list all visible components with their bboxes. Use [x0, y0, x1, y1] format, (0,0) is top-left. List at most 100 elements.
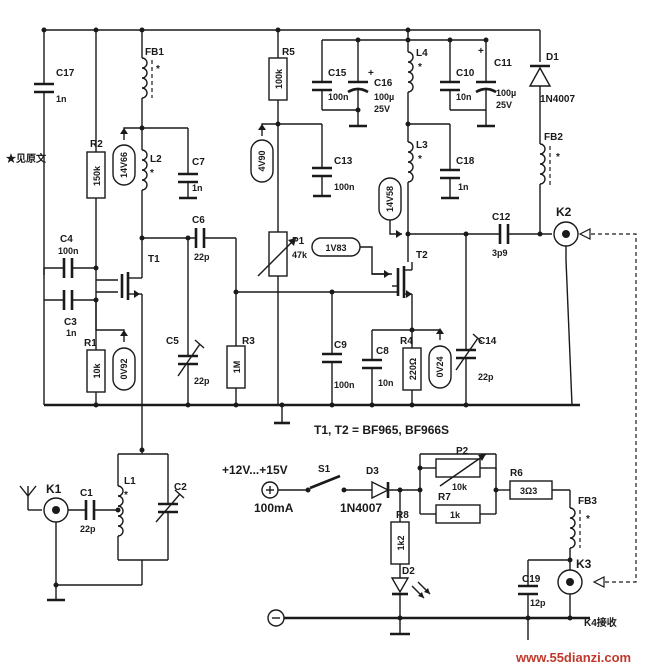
label-c1: C1	[80, 488, 93, 499]
value-r6: 3Ω3	[520, 486, 537, 496]
label-c12: C12	[492, 212, 511, 223]
capacitor-c13: C13 100n	[311, 124, 355, 198]
label-c13: C13	[334, 156, 353, 167]
capacitor-c12: C12 3p9	[492, 212, 552, 258]
value-c6: 22p	[194, 252, 210, 262]
value-p2: 10k	[452, 482, 468, 492]
trimmer-c14: C14 22p	[455, 234, 497, 405]
transistor-t1: T1	[96, 254, 160, 450]
capacitor-c7: C7 1n	[177, 128, 205, 200]
value-r5: 100k	[274, 68, 284, 89]
led-d2: D2	[390, 566, 431, 618]
svg-text:*: *	[418, 154, 422, 165]
dashed-link	[578, 228, 637, 588]
label-r2: R2	[90, 139, 103, 150]
value-v-14v66: 14V66	[119, 152, 129, 178]
label-c11: C11	[494, 58, 512, 69]
footnote: ★见原文	[6, 152, 47, 165]
value-c16: 100µ	[374, 92, 394, 102]
capacitor-c10: C10 10n	[440, 40, 475, 110]
connector-k2: K2	[553, 205, 579, 406]
resistor-r4: R4 220Ω	[400, 336, 422, 405]
capacitor-c3: C3 1n	[44, 290, 96, 338]
label-d1: D1	[546, 52, 559, 63]
value-c15: 100n	[328, 92, 349, 102]
label-d3: D3	[366, 466, 379, 477]
svg-text:*: *	[556, 152, 560, 163]
label-r6: R6	[510, 468, 523, 479]
label-k3: K3	[576, 557, 592, 571]
voltage-tag-14v66: 14V66	[112, 127, 142, 186]
voltage-tag-0v92: 0V92	[96, 329, 136, 391]
voltage-c11: 25V	[496, 100, 512, 110]
capacitor-c11: + C11 100µ 25V	[475, 40, 516, 128]
value-c8: 10n	[378, 378, 394, 388]
resistor-r8: R8 1k2	[390, 490, 410, 578]
label-r3: R3	[242, 336, 255, 347]
resistor-r3: R3 1M	[226, 238, 255, 405]
supply-terminal: +12V...+15V 100mA	[222, 463, 306, 515]
inductor-l4: L4 *	[407, 30, 428, 142]
ground-rail	[44, 403, 580, 425]
resistor-r7: R7 1k	[420, 490, 497, 524]
svg-text:*: *	[150, 168, 154, 179]
capacitor-c17: C17 1n	[34, 30, 75, 275]
value-c13: 100n	[334, 182, 355, 192]
transistor-caption: T1, T2 = BF965, BF966S	[314, 423, 449, 437]
value-c10: 10n	[456, 92, 472, 102]
value-r3: 1M	[232, 361, 242, 374]
label-c5: C5	[166, 336, 179, 347]
label-c15: C15	[328, 68, 347, 79]
value-v-14v58: 14V58	[385, 186, 395, 212]
value-v-0v24: 0V24	[435, 356, 445, 377]
value-p1: 47k	[292, 250, 308, 260]
label-l2: L2	[150, 154, 162, 165]
value-r8: 1k2	[396, 535, 406, 550]
label-l3: L3	[416, 140, 428, 151]
svg-text:+: +	[368, 68, 374, 79]
capacitor-c19: C19 12p	[518, 557, 573, 618]
diode-d1: D1 1N4007	[528, 30, 575, 140]
label-c3: C3	[64, 317, 77, 328]
label-c18: C18	[456, 156, 475, 167]
capacitor-c15: C15 100n	[312, 40, 349, 110]
value-c17: 1n	[56, 94, 67, 104]
label-s1: S1	[318, 464, 331, 475]
label-k2: K2	[556, 205, 572, 219]
voltage-tag-1v83: 1V83	[311, 237, 390, 278]
label-r7: R7	[438, 492, 451, 503]
value-r1: 10k	[92, 363, 102, 379]
ferrite-fb2: FB2 *	[539, 132, 563, 234]
diode-d3: D3 1N4007	[340, 466, 420, 515]
svg-text:*: *	[156, 64, 160, 75]
label-fb3: FB3	[578, 496, 597, 507]
label-l4: L4	[416, 48, 428, 59]
label-c2: C2	[174, 482, 187, 493]
ferrite-fb1: FB1 *	[141, 30, 164, 99]
value-v-1v83: 1V83	[325, 243, 346, 253]
label-t1: T1	[148, 254, 160, 265]
resistor-r5: R5 100k	[268, 30, 295, 232]
capacitor-c1: C1 22p	[68, 488, 118, 534]
value-c5: 22p	[194, 376, 210, 386]
label-k4: K4接收	[584, 616, 617, 629]
switch-s1: S1	[305, 464, 372, 493]
value-c1: 22p	[80, 524, 96, 534]
trimmer-c5: C5 22p	[166, 238, 210, 405]
resistor-r2: R2 150k	[86, 30, 106, 330]
inductor-l2: L2 *	[141, 128, 162, 278]
label-r1: R1	[84, 338, 97, 349]
label-c16: C16	[374, 78, 393, 89]
value-r2: 150k	[92, 165, 102, 186]
value-r4: 220Ω	[408, 358, 418, 380]
label-c4: C4	[60, 234, 73, 245]
label-r5: R5	[282, 47, 295, 58]
inductor-l3: L3 *	[407, 140, 428, 262]
label-c10: C10	[456, 68, 475, 79]
value-c18: 1n	[458, 182, 469, 192]
potentiometer-p2: P2 10k	[420, 446, 496, 492]
voltage-c16: 25V	[374, 104, 390, 114]
label-c9: C9	[334, 340, 347, 351]
label-p2: P2	[456, 446, 469, 457]
